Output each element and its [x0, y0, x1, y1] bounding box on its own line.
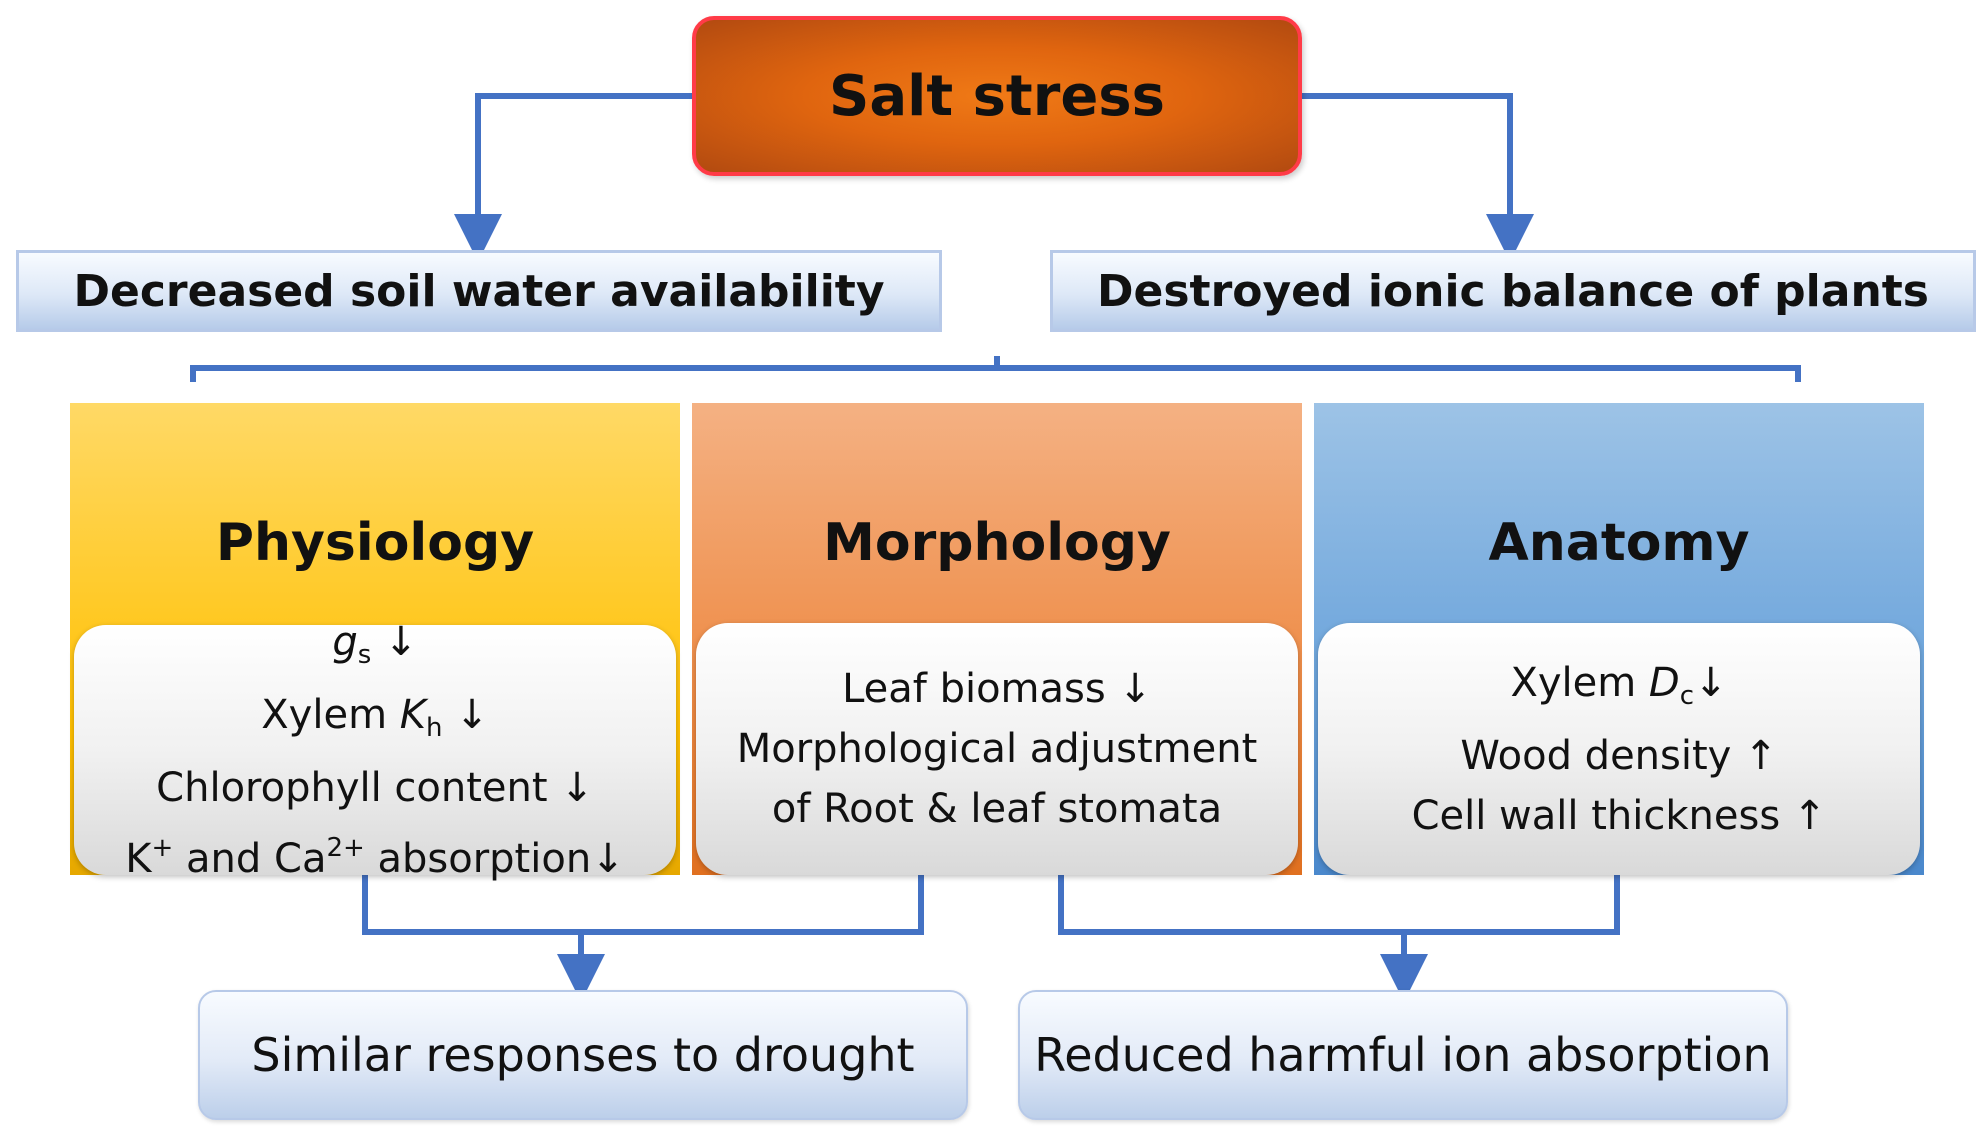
bar-decreased-water-label: Decreased soil water availability — [73, 265, 885, 317]
salt-stress-box: Salt stress — [692, 16, 1302, 176]
anatomy-title: Anatomy — [1488, 513, 1750, 573]
physiology-item-ion-absorption: K+ and Ca2+ absorption↓ — [125, 832, 625, 882]
morphology-item-leaf-biomass: Leaf biomass ↓ — [842, 666, 1152, 712]
outcome-similar-drought: Similar responses to drought — [198, 990, 968, 1120]
arrow-to-right-bar — [1302, 93, 1534, 262]
morphology-item-adjustment: Morphological adjustment — [736, 726, 1258, 772]
anatomy-item-wood-density: Wood density ↑ — [1460, 732, 1778, 779]
anatomy-list: Xylem Dc↓ Wood density ↑ Cell wall thick… — [1318, 623, 1920, 875]
physiology-item-chlorophyll: Chlorophyll content ↓ — [156, 764, 594, 811]
connector-morph-anat — [1058, 875, 1620, 935]
outcome-similar-drought-label: Similar responses to drought — [251, 1028, 915, 1082]
connector-phys-morph — [362, 875, 924, 935]
bar-decreased-water: Decreased soil water availability — [16, 250, 942, 332]
arrow-to-left-bar — [454, 93, 692, 262]
physiology-item-gs: gs ↓ — [332, 618, 418, 670]
anatomy-item-xylem-dc: Xylem Dc↓ — [1510, 659, 1728, 711]
physiology-list: gs ↓ Xylem Kh ↓ Chlorophyll content ↓ K+… — [74, 619, 676, 882]
anatomy-column: Anatomy Xylem Dc↓ Wood density ↑ Cell wa… — [1314, 403, 1924, 875]
anatomy-item-cell-wall: Cell wall thickness ↑ — [1411, 792, 1827, 839]
morphology-column: Morphology Leaf biomass ↓ Morphological … — [692, 403, 1302, 875]
morphology-title: Morphology — [823, 513, 1171, 573]
salt-stress-label: Salt stress — [829, 63, 1165, 129]
outcome-reduced-ion-label: Reduced harmful ion absorption — [1034, 1028, 1772, 1082]
physiology-column: Physiology gs ↓ Xylem Kh ↓ Chlorophyll c… — [70, 403, 680, 882]
morphology-item-root-stomata: of Root & leaf stomata — [771, 786, 1223, 832]
physiology-title: Physiology — [215, 513, 535, 573]
outcome-reduced-ion-absorption: Reduced harmful ion absorption — [1018, 990, 1788, 1120]
morphology-list: Leaf biomass ↓ Morphological adjustment … — [696, 623, 1298, 875]
bracket-to-columns — [190, 365, 1801, 382]
bar-destroyed-ionic-label: Destroyed ionic balance of plants — [1096, 265, 1929, 317]
physiology-item-kh: Xylem Kh ↓ — [261, 691, 489, 743]
bar-destroyed-ionic-balance: Destroyed ionic balance of plants — [1050, 250, 1976, 332]
